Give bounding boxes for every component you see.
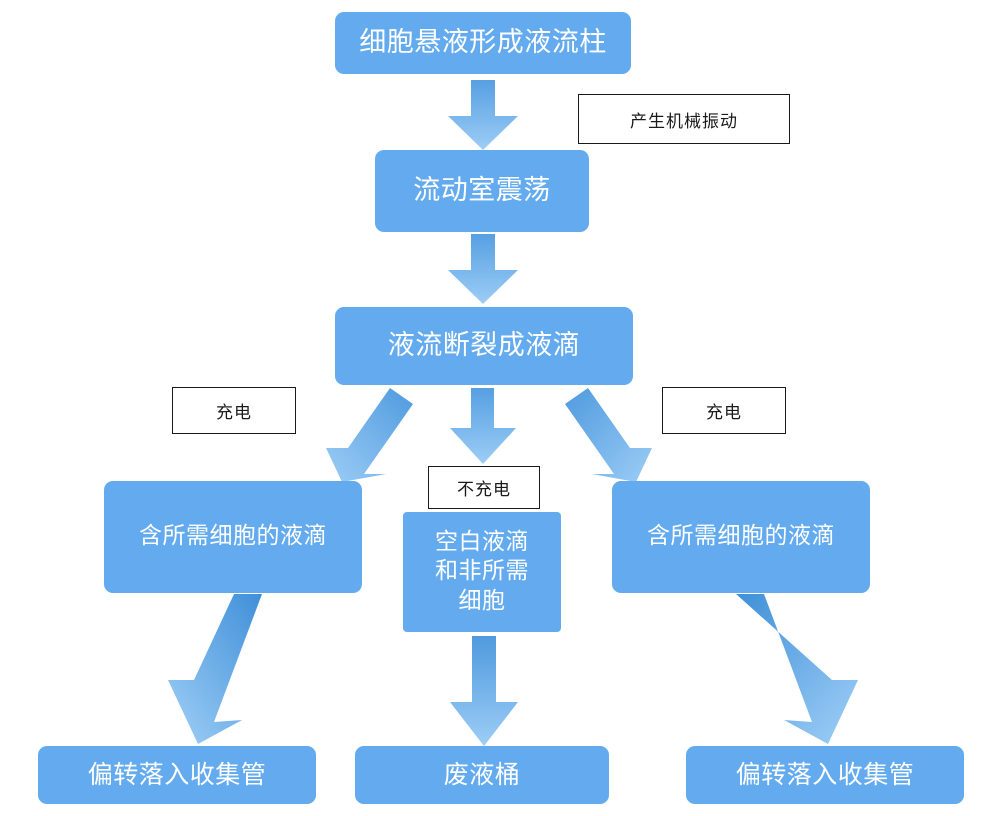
node-stream-breaks-into-droplets[interactable]: 液流断裂成液滴 <box>335 307 633 385</box>
node-label: 废液桶 <box>443 760 521 789</box>
node-label: 流动室震荡 <box>413 174 551 206</box>
tag-label: 不充电 <box>457 480 511 500</box>
node-blank-droplets-and-unwanted-cells[interactable]: 空白液滴 和非所需 细胞 <box>403 512 561 632</box>
node-label: 含所需细胞的液滴 <box>139 523 327 550</box>
arrow-down-droplets-to-blank <box>448 388 518 466</box>
node-label-line-3: 细胞 <box>458 587 506 614</box>
tag-mechanical-vibration[interactable]: 产生机械振动 <box>578 94 790 144</box>
node-label-line-1: 空白液滴 <box>435 528 529 555</box>
arrow-down-blank-to-waste <box>448 636 520 748</box>
node-label: 偏转落入收集管 <box>735 760 915 789</box>
node-cell-suspension-stream[interactable]: 细胞悬液形成液流柱 <box>335 12 631 74</box>
node-droplet-with-wanted-cells-right[interactable]: 含所需细胞的液滴 <box>612 481 870 593</box>
node-label: 偏转落入收集管 <box>87 760 267 789</box>
arrow-down-left-wanted-to-collection-left <box>152 594 274 744</box>
arrow-down-right-wanted-to-collection-right <box>718 594 858 744</box>
tag-no-charge[interactable]: 不充电 <box>428 466 540 509</box>
arrow-down-chamber-to-droplets <box>446 234 520 306</box>
arrow-down-left-droplets-to-wanted-left <box>312 386 422 482</box>
arrow-down-right-droplets-to-wanted-right <box>556 386 666 482</box>
node-waste-container[interactable]: 废液桶 <box>355 746 609 804</box>
tag-label: 充电 <box>706 403 742 423</box>
node-deflect-into-collection-tube-right[interactable]: 偏转落入收集管 <box>686 746 964 804</box>
node-flow-chamber-oscillation[interactable]: 流动室震荡 <box>375 150 589 232</box>
node-label-line-2: 和非所需 <box>435 558 529 585</box>
tag-charge-left[interactable]: 充电 <box>172 387 296 434</box>
node-droplet-with-wanted-cells-left[interactable]: 含所需细胞的液滴 <box>104 481 362 593</box>
arrow-down-suspension-to-chamber <box>446 80 520 152</box>
node-label: 含所需细胞的液滴 <box>647 523 835 550</box>
tag-label: 充电 <box>216 403 252 423</box>
tag-label: 产生机械振动 <box>630 111 738 132</box>
node-label: 细胞悬液形成液流柱 <box>359 26 607 58</box>
tag-charge-right[interactable]: 充电 <box>662 387 786 434</box>
node-deflect-into-collection-tube-left[interactable]: 偏转落入收集管 <box>38 746 316 804</box>
node-label: 液流断裂成液滴 <box>387 329 581 361</box>
